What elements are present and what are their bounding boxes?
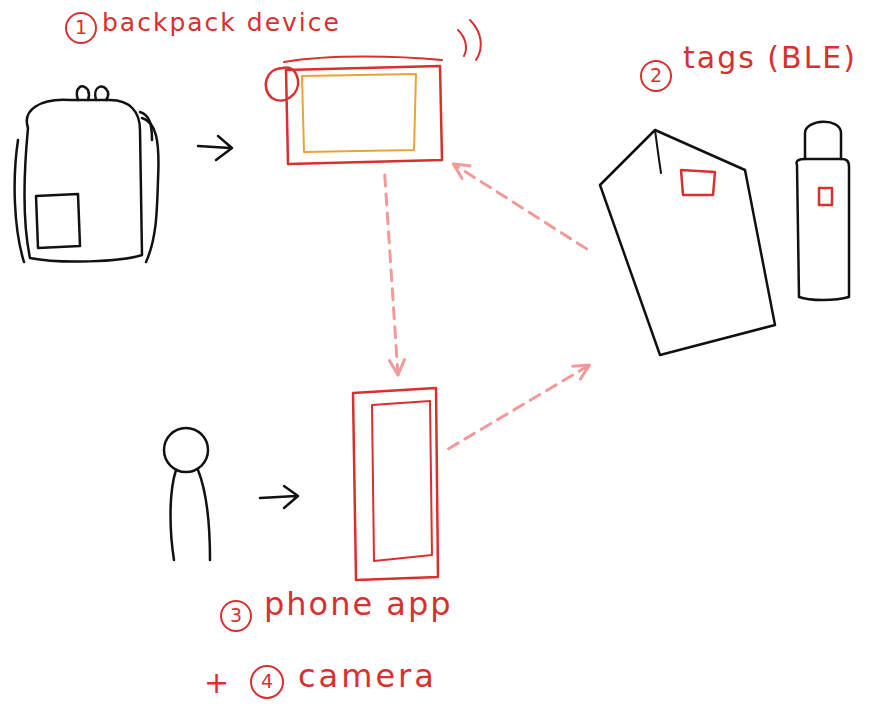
backpack-body [25, 100, 143, 262]
sketch-stroke [266, 68, 298, 101]
sketch-stroke [302, 74, 416, 152]
sketch-node: 1backpack device [280, 60, 445, 165]
node-outline [595, 115, 855, 360]
sketch-stroke [681, 170, 715, 195]
node-label: phone app [264, 588, 453, 620]
backpack-strap [142, 118, 158, 262]
sketch-stroke [819, 188, 832, 205]
sketch-stroke [284, 57, 442, 63]
sketch-stroke [372, 401, 432, 561]
person-body [171, 470, 177, 560]
person-head [164, 428, 208, 472]
sketch-stroke [805, 122, 841, 159]
dashed-connector [449, 365, 590, 449]
node-label: tags (BLE) [683, 43, 857, 73]
sketch-stroke [286, 66, 442, 164]
callout-number: 1 [65, 12, 97, 44]
node-label: camera [298, 660, 437, 692]
backpack-strap [140, 112, 152, 140]
sketch-node: 2tags (BLE) [595, 115, 855, 360]
backpack-loop [95, 86, 108, 100]
callout-number: 3 [220, 600, 252, 632]
pointer-arrow [260, 486, 298, 508]
pointer-arrow [198, 136, 232, 160]
sketch-stroke [353, 388, 438, 580]
node-outline [350, 385, 440, 580]
node-label: + [204, 668, 229, 698]
callout-number: 2 [640, 60, 672, 92]
node-label: backpack device [102, 10, 341, 35]
sketch-stroke [655, 130, 661, 173]
person-body [198, 470, 210, 560]
sketch-node: 3phone app+4camera [350, 385, 440, 580]
person-drawing [164, 428, 210, 560]
backpack-pocket [36, 194, 80, 248]
node-outline [280, 60, 445, 165]
backpack-loop [77, 86, 89, 100]
sketch-stroke [470, 20, 481, 60]
sketch-stroke [458, 30, 466, 56]
sketch-stroke [797, 159, 849, 300]
callout-number: 4 [250, 665, 284, 699]
backpack-drawing [15, 86, 159, 262]
dashed-connector [453, 164, 586, 249]
dashed-connector [385, 175, 398, 375]
sketch-stroke [600, 130, 775, 355]
backpack-side [15, 140, 24, 262]
